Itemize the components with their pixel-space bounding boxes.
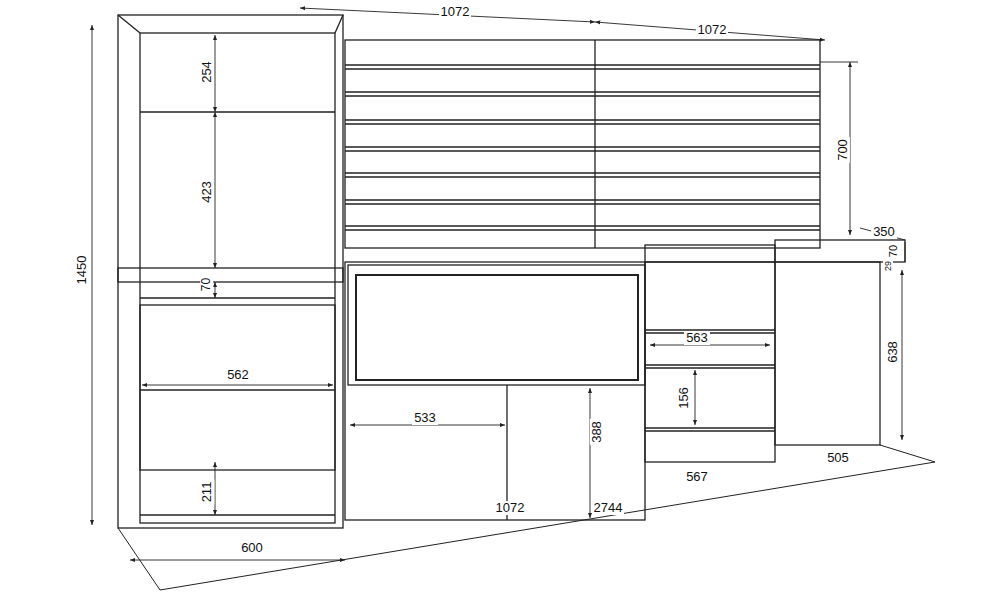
dimension-label: 567 xyxy=(684,470,710,484)
dimension-label: 156 xyxy=(677,385,691,411)
dimension-label: 70 xyxy=(200,275,213,292)
dimension-label: 350 xyxy=(871,225,897,239)
dimension-label: 638 xyxy=(886,339,900,365)
dimension-label: 562 xyxy=(225,368,251,382)
dimension-label: 1072 xyxy=(696,23,729,37)
dimension-label: 29 xyxy=(883,259,893,273)
dimension-label: 254 xyxy=(200,59,214,85)
dimension-label: 505 xyxy=(825,451,851,465)
dimension-label: 211 xyxy=(200,480,214,505)
dimension-label: 1072 xyxy=(494,501,527,515)
dimension-label: 2744 xyxy=(592,501,625,515)
dimension-label: 700 xyxy=(836,137,850,163)
dimension-label: 388 xyxy=(590,419,604,445)
dimension-label: 1450 xyxy=(75,254,89,287)
dimension-label: 563 xyxy=(684,331,710,345)
dimension-label: 600 xyxy=(239,541,265,555)
dimension-label: 533 xyxy=(412,411,438,425)
dimension-label: 70 xyxy=(887,243,899,259)
dimension-label: 423 xyxy=(200,179,214,205)
dimension-label: 1072 xyxy=(439,5,472,19)
